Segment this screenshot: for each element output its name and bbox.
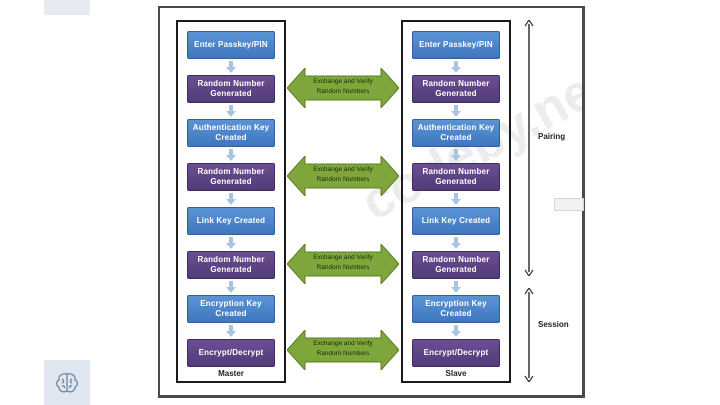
slave-block-6: Random Number Generated bbox=[412, 251, 500, 279]
slave-column: Enter Passkey/PIN Random Number Generate… bbox=[401, 20, 511, 383]
down-arrow bbox=[451, 237, 461, 249]
pairing-bracket bbox=[524, 20, 534, 276]
down-arrow bbox=[451, 149, 461, 161]
master-block-8: Encrypt/Decrypt bbox=[187, 339, 275, 367]
master-block-5: Link Key Created bbox=[187, 207, 275, 235]
side-tab[interactable] bbox=[554, 198, 584, 211]
master-block-2: Random Number Generated bbox=[187, 75, 275, 103]
exchange-label: Exchange and Verify Random Numbers bbox=[313, 340, 373, 357]
pairing-label: Pairing bbox=[538, 132, 566, 141]
session-bracket bbox=[524, 288, 534, 382]
down-arrow bbox=[226, 281, 236, 293]
master-block-3: Authentication Key Created bbox=[187, 119, 275, 147]
exchange-arrow-1: Exchange and Verify Random Numbers bbox=[286, 66, 400, 110]
exchange-arrow-2: Exchange and Verify Random Numbers bbox=[286, 154, 400, 198]
exchange-arrow-3: Exchange and Verify Random Numbers bbox=[286, 242, 400, 286]
master-block-6: Random Number Generated bbox=[187, 251, 275, 279]
down-arrow bbox=[226, 237, 236, 249]
slave-block-8: Encrypt/Decrypt bbox=[412, 339, 500, 367]
down-arrow bbox=[451, 105, 461, 117]
slave-block-4: Random Number Generated bbox=[412, 163, 500, 191]
slave-block-7: Encryption Key Created bbox=[412, 295, 500, 323]
down-arrow bbox=[226, 325, 236, 337]
slave-block-2: Random Number Generated bbox=[412, 75, 500, 103]
master-block-7: Encryption Key Created bbox=[187, 295, 275, 323]
down-arrow bbox=[226, 149, 236, 161]
slave-block-1: Enter Passkey/PIN bbox=[412, 31, 500, 59]
diagram-frame: codeby.net Enter Passkey/PIN Random Numb… bbox=[158, 6, 585, 398]
down-arrow bbox=[451, 281, 461, 293]
down-arrow bbox=[226, 61, 236, 73]
brain-icon bbox=[56, 372, 78, 392]
slave-label: Slave bbox=[445, 369, 467, 378]
master-label: Master bbox=[218, 369, 244, 378]
slave-block-3: Authentication Key Created bbox=[412, 119, 500, 147]
corner-tab bbox=[44, 0, 90, 15]
down-arrow bbox=[451, 61, 461, 73]
session-label: Session bbox=[538, 320, 569, 329]
down-arrow bbox=[226, 193, 236, 205]
down-arrow bbox=[451, 193, 461, 205]
exchange-label: Exchange and Verify Random Numbers bbox=[313, 254, 373, 271]
down-arrow bbox=[451, 325, 461, 337]
master-block-4: Random Number Generated bbox=[187, 163, 275, 191]
down-arrow bbox=[226, 105, 236, 117]
slave-block-5: Link Key Created bbox=[412, 207, 500, 235]
exchange-label: Exchange and Verify Random Numbers bbox=[313, 166, 373, 183]
master-column: Enter Passkey/PIN Random Number Generate… bbox=[176, 20, 286, 383]
exchange-label: Exchange and Verify Random Numbers bbox=[313, 78, 373, 95]
master-block-1: Enter Passkey/PIN bbox=[187, 31, 275, 59]
brain-tile bbox=[44, 360, 90, 405]
exchange-arrow-4: Exchange and Verify Random Numbers bbox=[286, 328, 400, 372]
